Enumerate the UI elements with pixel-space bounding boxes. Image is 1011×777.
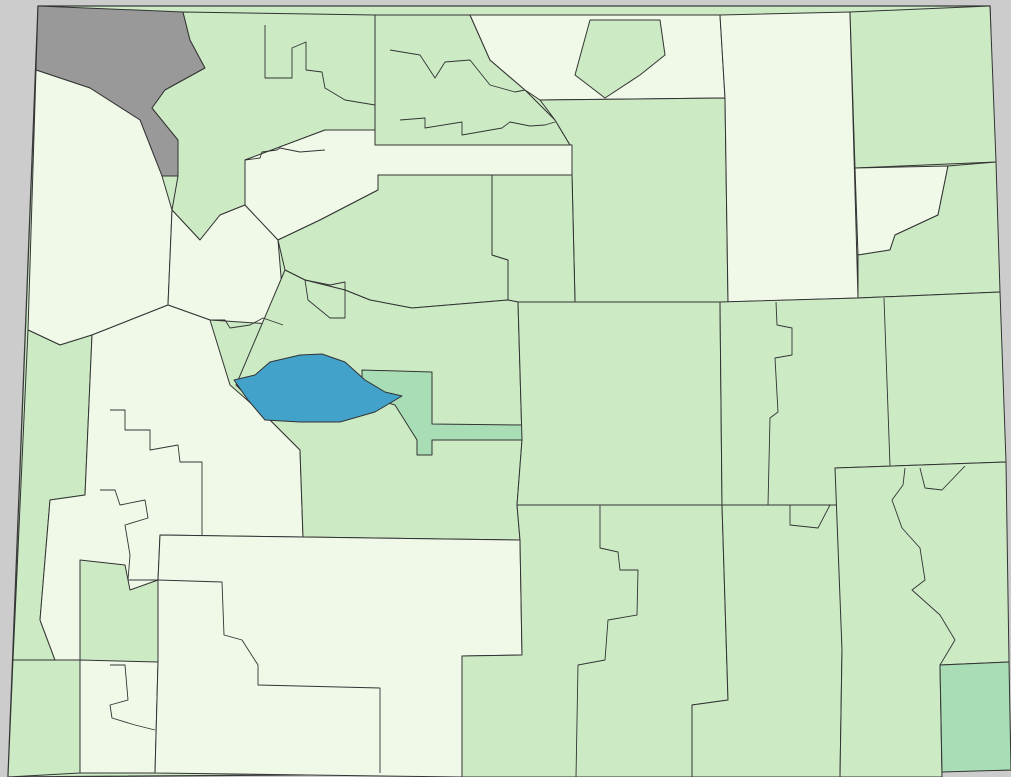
boundary-line — [157, 579, 381, 773]
boundary-line — [891, 467, 956, 666]
region-n-east-strip[interactable] — [719, 11, 859, 303]
boundary-line — [389, 49, 526, 93]
boundary-line — [919, 465, 966, 491]
boundary-line — [210, 317, 284, 329]
boundary-line — [100, 489, 158, 581]
boundary-line — [767, 301, 793, 506]
boundary-line — [264, 25, 376, 106]
region-east-center[interactable] — [516, 301, 723, 506]
boundary-line — [399, 117, 556, 136]
region-sw-south[interactable] — [79, 659, 159, 774]
region-sw-corner[interactable] — [7, 659, 81, 777]
boundary-line — [722, 504, 831, 529]
region-se-corner[interactable] — [939, 661, 1011, 773]
boundary-line — [109, 664, 156, 731]
boundary-line — [244, 147, 326, 161]
boundary-line — [575, 505, 639, 777]
region-ne-corner[interactable] — [849, 5, 997, 169]
region-n-center-a[interactable] — [574, 19, 666, 99]
boundary-line — [110, 409, 203, 535]
boundary-line — [883, 297, 891, 467]
boundary-line — [304, 279, 346, 319]
region-ne-lower[interactable] — [857, 161, 1001, 299]
region-center-highlight[interactable] — [233, 353, 403, 423]
region-w-big[interactable] — [39, 304, 304, 661]
